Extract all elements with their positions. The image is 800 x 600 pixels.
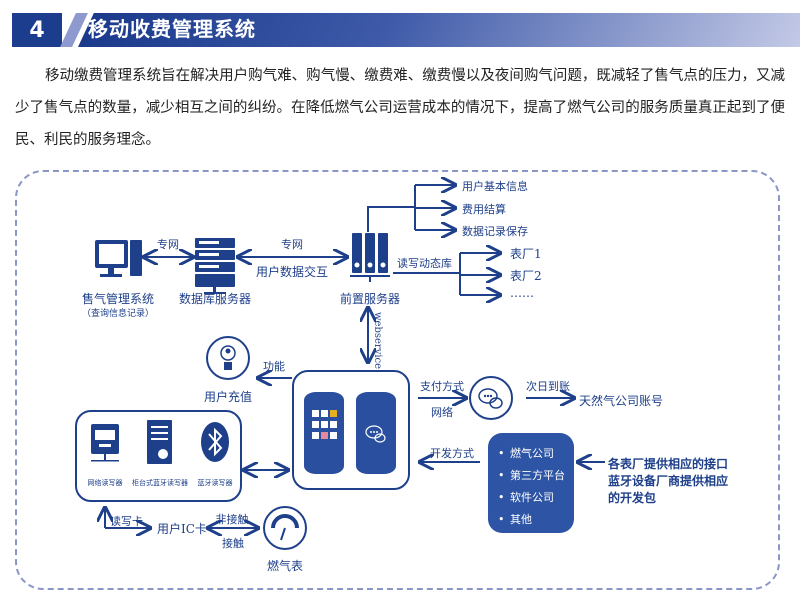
- payment-method-label: 支付方式: [420, 380, 464, 393]
- counter-bluetooth-reader-icon: [147, 420, 172, 464]
- db-server-label: 数据库服务器: [178, 292, 252, 306]
- section-number: 4: [12, 13, 62, 47]
- developer-item: •软件公司: [498, 491, 554, 504]
- note-line: 的开发包: [608, 491, 657, 505]
- data-interaction-label: 用户数据交互: [255, 265, 329, 279]
- bluetooth-reader-label: 蓝牙读写器: [197, 479, 233, 487]
- database-server-icon: [195, 238, 235, 294]
- link-private-label: 专网: [281, 238, 303, 251]
- para-line-3: 正起到了便民、利民的服务理念。: [15, 100, 786, 148]
- developer-software: 软件公司: [510, 491, 554, 504]
- wechat-chat-icon: [356, 392, 396, 474]
- chat-payment-icon: [469, 376, 513, 420]
- diagram-frame: [15, 170, 780, 590]
- output-user-info: 用户基本信息: [462, 180, 528, 193]
- sales-system-label: 售气管理系统: [81, 292, 155, 306]
- factory-more: ……: [510, 286, 534, 300]
- note-line: 蓝牙设备厂商提供相应: [608, 474, 729, 488]
- ic-card-label: 用户IC卡: [157, 522, 207, 536]
- network-reader-icon: [91, 424, 119, 462]
- function-label: 功能: [263, 360, 285, 373]
- output-billing: 费用结算: [462, 203, 506, 216]
- computer-icon: [95, 240, 142, 277]
- developer-item: •第三方平台: [498, 469, 565, 482]
- interface-note: 各表厂提供相应的接口 蓝牙设备厂商提供相应 的开发包: [608, 456, 728, 507]
- para-line: 移动缴费管理系统旨在解决用户购气难、购气慢、缴费难、缴费慢以及夜间购气问题，既减…: [15, 60, 785, 156]
- dynamic-lib-label: 读写动态库: [397, 257, 452, 270]
- bluetooth-reader-icon: [201, 422, 229, 462]
- user-recharge-label: 用户充值: [203, 390, 253, 404]
- front-server-label: 前置服务器: [339, 292, 401, 306]
- read-write-card-label: 读写卡: [110, 515, 143, 528]
- dev-method-label: 开发方式: [430, 447, 474, 460]
- card-readers-box: 网络读写器 柜台式蓝牙读写器 蓝牙读写器: [75, 410, 242, 502]
- next-day-label: 次日到账: [526, 380, 570, 393]
- note-line: 各表厂提供相应的接口: [608, 457, 729, 471]
- intro-paragraph: 移动缴费管理系统旨在解决用户购气难、购气慢、缴费难、缴费慢以及夜间购气问题，既减…: [15, 60, 785, 156]
- user-recharge-icon: [206, 336, 250, 380]
- gas-account-label: 天然气公司账号: [579, 394, 664, 408]
- developer-other: 其他: [510, 513, 532, 526]
- app-grid-icon: [304, 392, 344, 474]
- developer-gas-company: 燃气公司: [510, 447, 554, 460]
- para-line-2: 又减少了售气点的数量，减少相互之间的纠纷。在降低燃气公司运营成本的情况下，提高了…: [15, 68, 786, 116]
- link-private-label: 专网: [157, 238, 179, 251]
- contact-label: 接触: [222, 537, 244, 550]
- reader-icons: [91, 420, 229, 464]
- front-server-icon: [350, 233, 390, 282]
- sales-system-sublabel: （查询信息记录）: [81, 309, 155, 319]
- para-line-1: 移动缴费管理系统旨在解决用户购气难、购气慢、缴费难、缴费慢以及夜间购气问题，既减…: [45, 68, 756, 84]
- webservice-label: webservice: [372, 312, 383, 370]
- counter-reader-label: 柜台式蓝牙读写器: [132, 479, 188, 487]
- page-title: 移动收费管理系统: [88, 17, 256, 41]
- developer-third-party: 第三方平台: [510, 469, 565, 482]
- factory-2: 表厂2: [510, 269, 542, 283]
- mobile-app-box: [292, 370, 410, 490]
- gas-meter-label: 燃气表: [266, 559, 304, 573]
- developers-box: •燃气公司 •第三方平台 •软件公司 •其他: [488, 433, 574, 533]
- developer-item: •燃气公司: [498, 447, 554, 460]
- developer-item: •其他: [498, 513, 532, 526]
- gas-meter-icon: [263, 506, 307, 550]
- network-reader-label: 网络读写器: [87, 479, 123, 487]
- output-records: 数据记录保存: [462, 225, 528, 238]
- contactless-label: 非接触: [215, 513, 249, 526]
- network-label: 网络: [431, 406, 453, 419]
- factory-1: 表厂1: [510, 247, 542, 261]
